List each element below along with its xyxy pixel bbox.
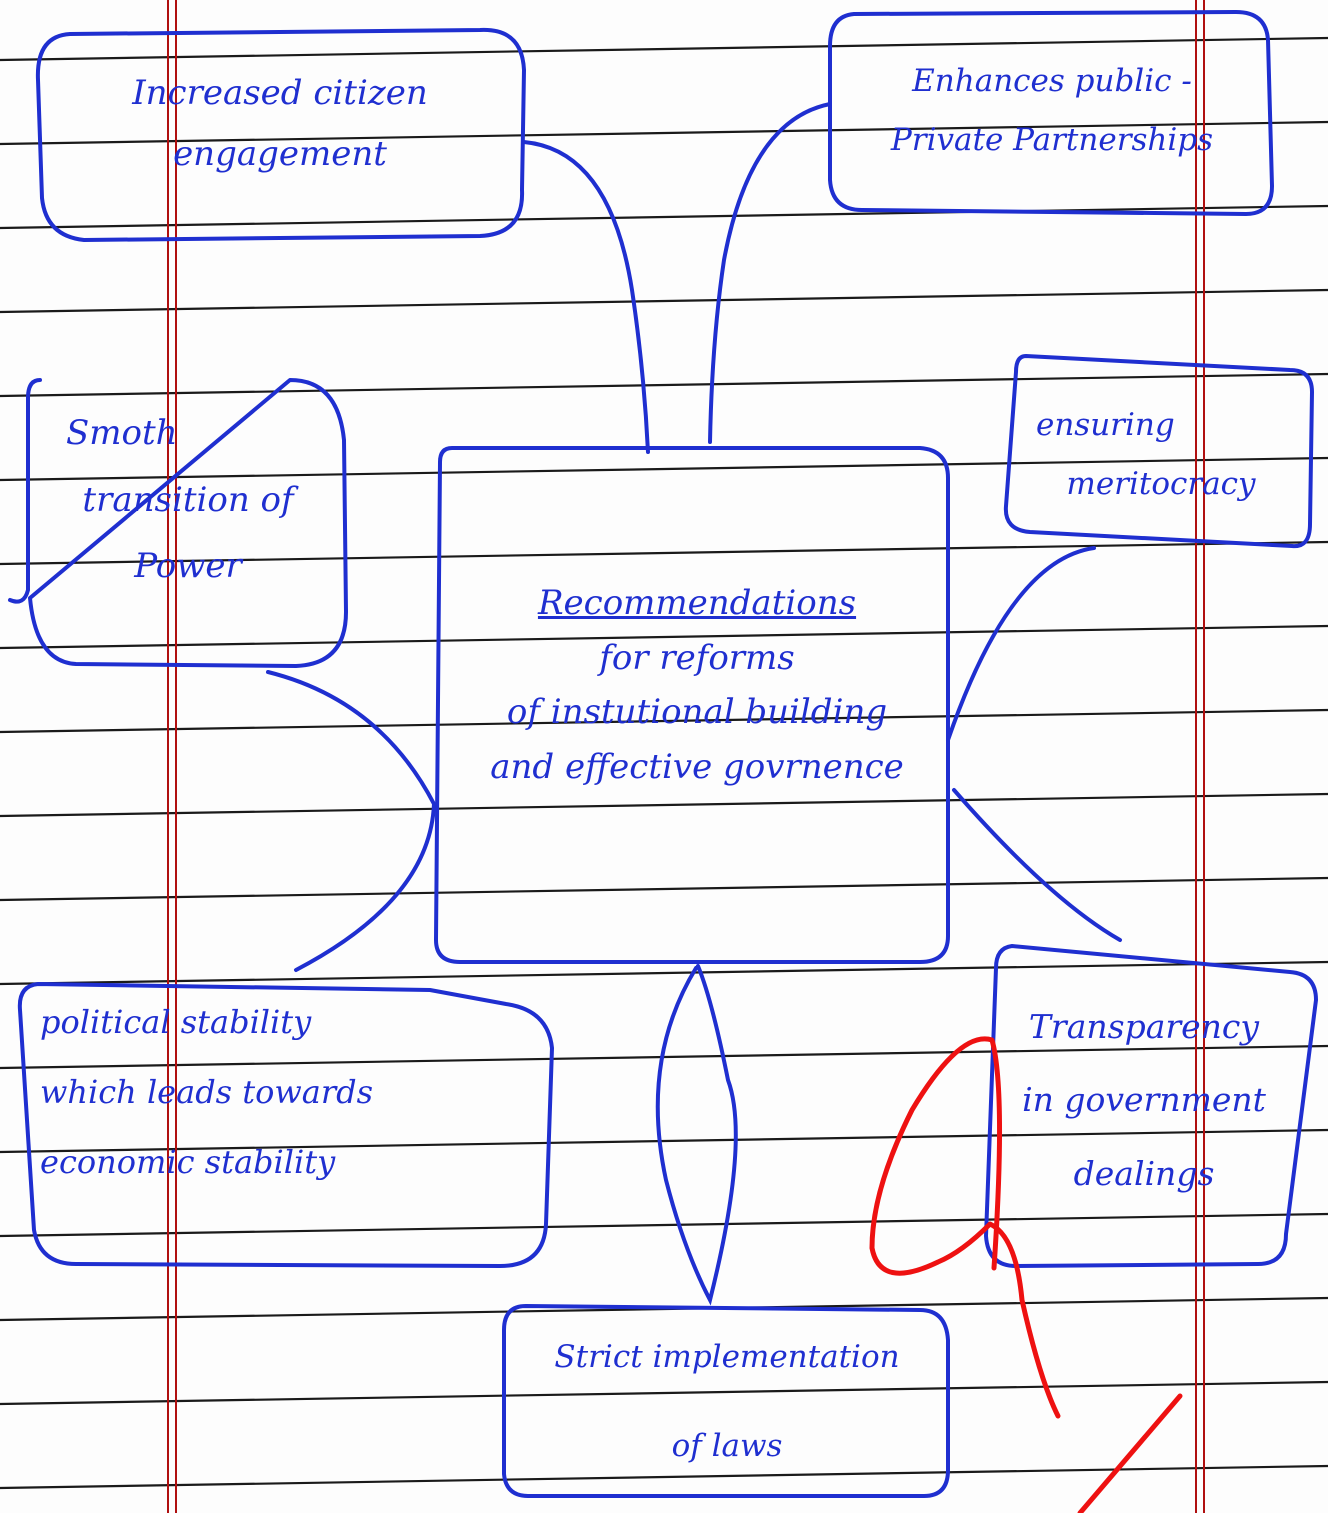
transparency-line-2: in government bbox=[1022, 1080, 1266, 1120]
connector-strict-implementation bbox=[655, 964, 738, 1306]
ruled-line-16 bbox=[0, 1380, 1328, 1406]
center-line-2: for reforms bbox=[599, 637, 795, 678]
transparency-line-1: Transparency bbox=[1028, 1007, 1260, 1046]
ruled-line-7 bbox=[0, 624, 1328, 650]
political-stability-text: political stability which leads towards … bbox=[40, 1002, 540, 1182]
red-correction-mark bbox=[869, 1036, 1183, 1513]
margin-lines bbox=[167, 0, 1205, 1513]
center-box bbox=[434, 446, 950, 964]
public-private-line-1: Enhances public - bbox=[912, 63, 1192, 99]
strict-implementation-box bbox=[502, 1304, 950, 1498]
transparency-line-3: dealings bbox=[1073, 1153, 1215, 1193]
connector-increased-engagement bbox=[522, 140, 650, 454]
smooth-transition-box bbox=[8, 378, 348, 668]
meritocracy-box bbox=[1003, 354, 1314, 549]
public-private-text: Enhances public - Private Partnerships bbox=[836, 62, 1268, 160]
meritocracy-text: ensuring meritocracy bbox=[1016, 406, 1306, 504]
center-line-3: of instutional building bbox=[506, 692, 888, 732]
ruled-line-1 bbox=[0, 120, 1328, 146]
smooth-transition-text: Smoth transition of Power bbox=[36, 412, 340, 588]
connector-public-private bbox=[708, 102, 832, 444]
smooth-transition-line-2: transition of bbox=[82, 479, 294, 520]
increased-engagement-text: Increased citizen engagement bbox=[50, 72, 510, 175]
node-boxes bbox=[8, 10, 1318, 1498]
increased-engagement-line-2: engagement bbox=[173, 133, 387, 174]
smooth-transition-line-3: Power bbox=[134, 546, 242, 586]
ruled-line-17 bbox=[0, 1464, 1328, 1490]
political-stability-line-1: political stability bbox=[40, 1003, 312, 1041]
political-stability-line-3: economic stability bbox=[40, 1143, 336, 1181]
ruled-line-4 bbox=[0, 372, 1328, 398]
ruled-line-6 bbox=[0, 540, 1328, 566]
meritocracy-line-2: meritocracy bbox=[1066, 465, 1256, 502]
strict-implementation-line-2: of laws bbox=[671, 1427, 783, 1464]
public-private-box bbox=[828, 10, 1274, 216]
strict-implementation-line-1: Strict implementation bbox=[554, 1339, 900, 1375]
ruled-line-10 bbox=[0, 876, 1328, 902]
center-node-text: Recommendations for reforms of instution… bbox=[462, 582, 932, 788]
ruled-line-14 bbox=[0, 1212, 1328, 1238]
connector-smooth-transition bbox=[266, 670, 437, 972]
political-stability-line-2: which leads towards bbox=[40, 1073, 374, 1111]
ruled-line-2 bbox=[0, 204, 1328, 230]
transparency-text: Transparency in government dealings bbox=[994, 1006, 1294, 1194]
strict-implementation-text: Strict implementation of laws bbox=[512, 1338, 942, 1466]
correction-loop bbox=[869, 1036, 1061, 1419]
smooth-transition-line-1: Smoth bbox=[66, 413, 178, 453]
ruled-line-13 bbox=[0, 1128, 1328, 1154]
ruled-line-3 bbox=[0, 288, 1328, 314]
center-line-1: Recommendations bbox=[537, 583, 857, 623]
center-line-4: and effective govrnence bbox=[490, 746, 904, 787]
public-private-line-2: Private Partnerships bbox=[890, 121, 1214, 158]
ruled-line-8 bbox=[0, 708, 1328, 734]
meritocracy-line-1: ensuring bbox=[1036, 407, 1175, 443]
transparency-box bbox=[984, 944, 1318, 1268]
political-stability-box bbox=[17, 982, 554, 1268]
increased-engagement-line-1: Increased citizen bbox=[132, 73, 428, 113]
ruled-line-5 bbox=[0, 456, 1328, 482]
ruled-line-0 bbox=[0, 36, 1328, 62]
connector-transparency bbox=[952, 788, 1122, 942]
increased-engagement-box bbox=[35, 27, 526, 242]
connectors bbox=[266, 102, 1122, 1306]
ruled-line-9 bbox=[0, 792, 1328, 818]
connector-meritocracy bbox=[946, 546, 1096, 742]
ruled-line-11 bbox=[0, 960, 1328, 986]
correction-stroke bbox=[1077, 1393, 1183, 1513]
